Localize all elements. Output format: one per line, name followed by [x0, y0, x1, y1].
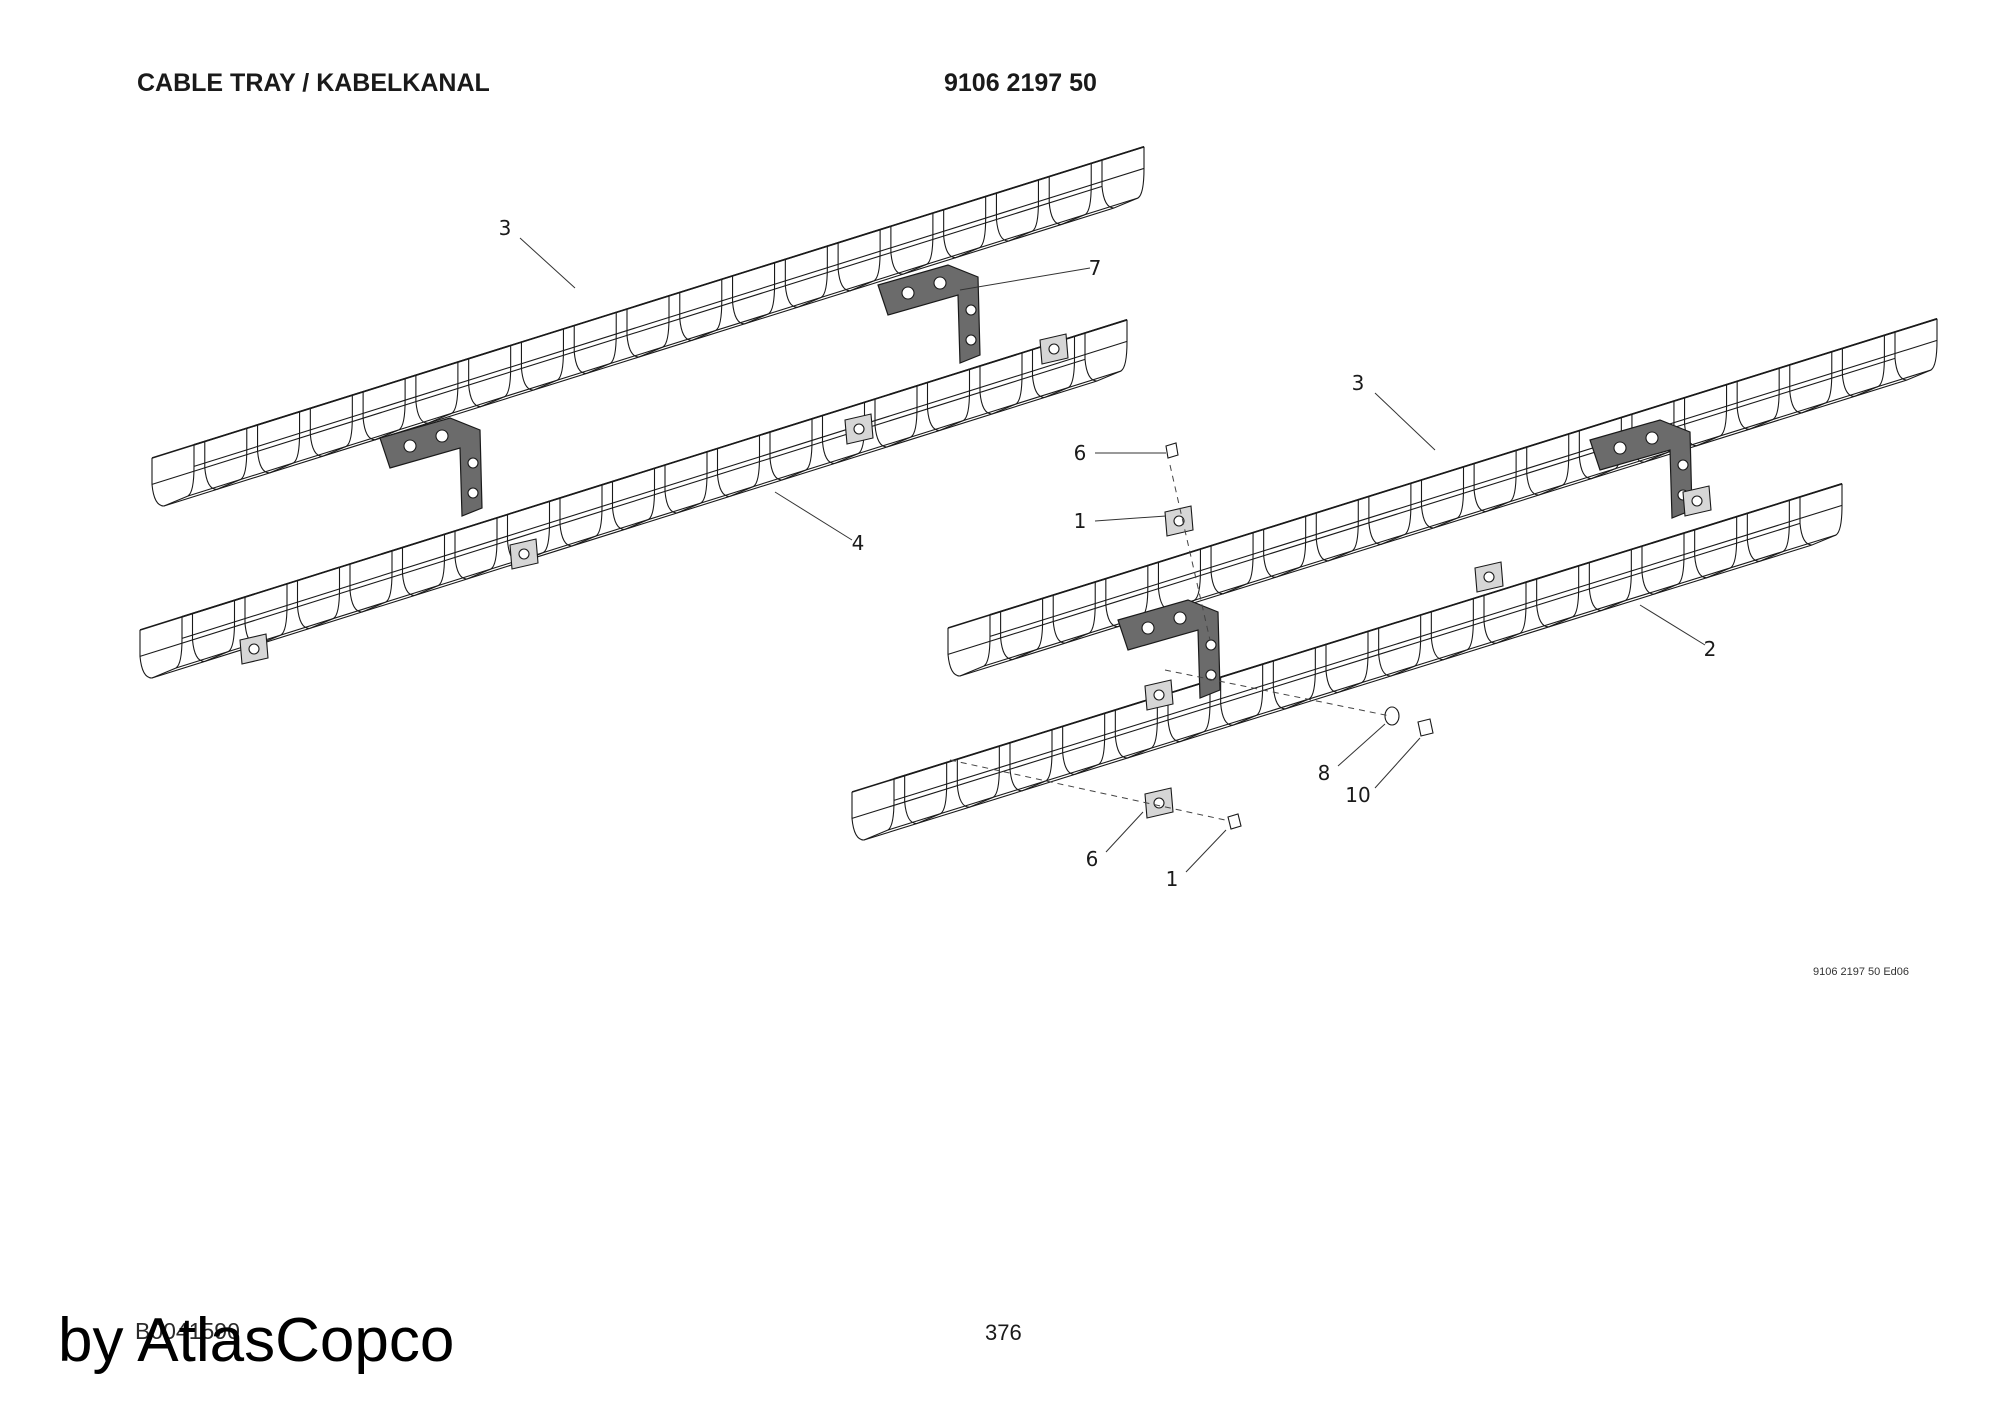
part-number: 9106 2197 50 [944, 69, 1097, 97]
splice-plate [1144, 787, 1174, 819]
callout-3: 3 [499, 216, 576, 289]
callout-6: 6 [1074, 441, 1166, 465]
leader-line [1094, 515, 1167, 522]
leader-line [1337, 723, 1386, 767]
callout-label: 8 [1318, 761, 1331, 785]
diagram-title: CABLE TRAY / KABELKANAL [137, 69, 490, 97]
leader-line [959, 267, 1091, 291]
callout-label: 3 [1352, 371, 1365, 395]
leader-line [1374, 737, 1421, 789]
hex-bolt-icon [1417, 718, 1434, 737]
leader-line [1639, 604, 1706, 646]
callout-8: 8 [1318, 723, 1386, 785]
page-number: 376 [985, 1320, 1022, 1345]
assembly-line [949, 759, 1226, 821]
bracket-right [1117, 599, 1221, 699]
splice-plate [1474, 561, 1504, 593]
leader-line [1374, 392, 1436, 451]
washer-icon [1384, 706, 1400, 726]
callout-1: 1 [1074, 509, 1167, 533]
splice-plate [509, 538, 539, 570]
callout-label: 6 [1074, 441, 1087, 465]
tray-lower-left [139, 319, 1128, 679]
callout-4: 4 [774, 491, 865, 555]
assembly-line [1164, 669, 1391, 717]
splice-plate [239, 633, 269, 665]
callout-label: 2 [1704, 637, 1717, 661]
bracket-right-2 [1589, 419, 1693, 519]
callout-1: 1 [1166, 829, 1227, 891]
tray-upper-left [151, 146, 1145, 507]
callout-7: 7 [959, 256, 1102, 291]
assembly-line [1169, 464, 1211, 641]
callout-label: 1 [1074, 509, 1087, 533]
splice-plate [844, 413, 874, 445]
bracket-left [379, 417, 483, 517]
leader-line [774, 491, 853, 541]
leader-line [519, 237, 576, 289]
splice-plate [1039, 333, 1069, 365]
callout-label: 7 [1089, 256, 1102, 280]
callout-label: 3 [499, 216, 512, 240]
splice-plate [1164, 505, 1194, 537]
callout-label: 1 [1166, 867, 1179, 891]
bolt-icon [1165, 442, 1179, 459]
callout-3: 3 [1352, 371, 1436, 451]
drawing-code: B0041590 [135, 1318, 240, 1344]
callout-6: 6 [1086, 811, 1144, 871]
tray-lower-right [851, 483, 1843, 841]
splice-plate [1682, 485, 1712, 517]
callout-10: 10 [1345, 737, 1421, 807]
callout-2: 2 [1639, 604, 1717, 661]
bracket-left-2 [877, 264, 981, 364]
leader-line [1105, 811, 1144, 853]
leader-line [1185, 829, 1227, 873]
callout-label: 6 [1086, 847, 1099, 871]
watermark: by AtlasCopco [58, 1306, 455, 1375]
splice-plate [1144, 679, 1174, 711]
callout-label: 10 [1345, 783, 1370, 807]
callout-label: 4 [852, 531, 865, 555]
bolt-icon [1227, 813, 1242, 830]
tray-upper-right [947, 318, 1938, 677]
edition-label: 9106 2197 50 Ed06 [1813, 966, 1910, 978]
